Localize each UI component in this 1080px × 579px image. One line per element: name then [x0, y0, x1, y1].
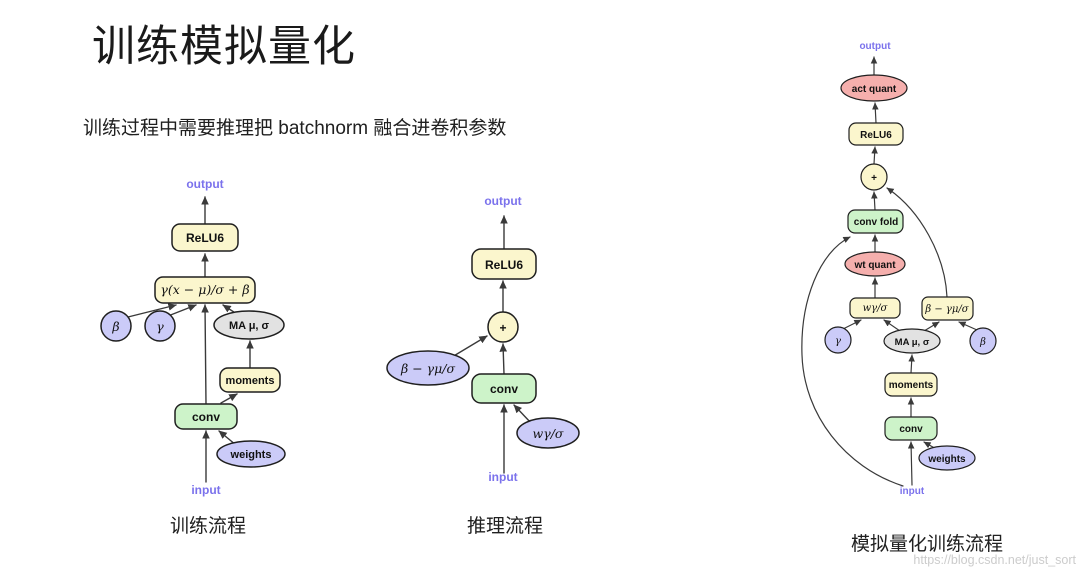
add-node [487, 311, 519, 343]
edge-relu6-actquant [872, 102, 879, 124]
moving-average-label: MA μ, σ [229, 320, 270, 332]
beta-node [100, 310, 132, 342]
input-label: input [191, 483, 220, 497]
quant-training-flow-diagram: output act quant ReLU6 + conv fold wt qu… [801, 41, 997, 497]
edge-moments-ma [908, 354, 915, 374]
moving-average-node [213, 310, 285, 340]
gamma-label: γ [835, 336, 841, 347]
relu6-label: ReLU6 [186, 231, 224, 245]
beta-label: β [111, 319, 119, 334]
relu6-node [848, 122, 904, 146]
act-quant-label: act quant [852, 84, 897, 95]
add-label: + [871, 173, 877, 184]
conv-label: conv [192, 410, 220, 424]
caption-inference-flow: 推理流程 [466, 516, 544, 537]
add-label: + [499, 321, 506, 335]
edge-biasfold-plus [451, 335, 488, 358]
conv-node [471, 373, 537, 404]
conv-label: conv [899, 424, 923, 435]
conv-label: conv [490, 382, 518, 396]
gamma-node [824, 326, 852, 354]
relu6-label: ReLU6 [860, 130, 892, 141]
edge-conv-plus [499, 343, 508, 375]
edge-input-convfold-curve [801, 236, 904, 487]
relu6-node [171, 223, 239, 252]
folded-bias-label: β − γμ/σ [400, 361, 455, 376]
moments-node [884, 372, 938, 397]
caption-training-flow: 训练流程 [169, 516, 247, 537]
edge-gamma-wfold [842, 319, 862, 330]
page-title: 训练模拟量化 [92, 23, 356, 71]
input-label: input [488, 470, 517, 484]
weights-label: weights [230, 449, 272, 461]
weights-label: weights [927, 454, 966, 465]
relu6-label: ReLU6 [485, 258, 523, 272]
edge-ma-biasfold [923, 321, 940, 332]
act-quant-node [840, 74, 908, 102]
conv-fold-label: conv fold [854, 217, 898, 228]
edge-beta-formula [127, 303, 177, 318]
inference-flow-diagram: output ReLU6 + β − γμ/σ conv wγ/σ input [386, 194, 580, 484]
conv-fold-node [847, 209, 904, 234]
conv-node [884, 416, 938, 441]
folded-weight-node [849, 297, 901, 319]
watermark: https://blog.csdn.net/just_sort [913, 553, 1076, 567]
wt-quant-node [844, 251, 906, 277]
moving-average-label: MA μ, σ [895, 337, 930, 348]
folded-bias-node [921, 296, 974, 321]
beta-label: β [979, 337, 986, 348]
conv-node [174, 403, 238, 430]
folded-weight-label: wγ/σ [863, 303, 889, 314]
output-label: output [186, 177, 223, 191]
gamma-node [144, 310, 176, 342]
moments-label: moments [226, 375, 275, 387]
gamma-label: γ [156, 319, 164, 334]
edge-ma-wfold [883, 319, 901, 332]
folded-weight-label: wγ/σ [533, 426, 564, 441]
edge-plus-relu6 [871, 146, 878, 165]
input-label: input [900, 486, 925, 497]
beta-node [969, 327, 997, 355]
edge-conv-formula [201, 304, 209, 405]
slide-subtitle: 训练过程中需要推理把 batchnorm 融合进卷积参数 [83, 118, 507, 139]
weights-node [918, 445, 976, 471]
moments-node [219, 367, 281, 393]
folded-bias-node [386, 350, 470, 386]
training-flow-diagram: output ReLU6 γ(x − μ)/σ + β β γ MA μ, σ … [100, 177, 286, 497]
batchnorm-formula-node [154, 276, 256, 304]
weights-node [216, 440, 286, 468]
edge-input-conv [907, 441, 915, 486]
moving-average-node [883, 328, 941, 354]
folded-weight-node [516, 417, 580, 449]
edge-beta-biasfold [958, 321, 978, 331]
caption-quant-training-flow: 模拟量化训练流程 [850, 534, 1004, 555]
moments-label: moments [889, 380, 934, 391]
folded-bias-label: β − γμ/σ [924, 304, 969, 315]
output-label: output [484, 194, 521, 208]
output-label: output [859, 41, 891, 52]
edge-convfold-plus [871, 191, 878, 211]
batchnorm-formula-label: γ(x − μ)/σ + β [160, 282, 249, 297]
wt-quant-label: wt quant [853, 260, 896, 271]
edge-conv-moments [220, 393, 238, 404]
relu6-node [471, 248, 537, 280]
edge-gamma-formula [167, 304, 197, 317]
add-node [860, 163, 888, 191]
edge-biasfold-plus-curve [886, 187, 948, 298]
